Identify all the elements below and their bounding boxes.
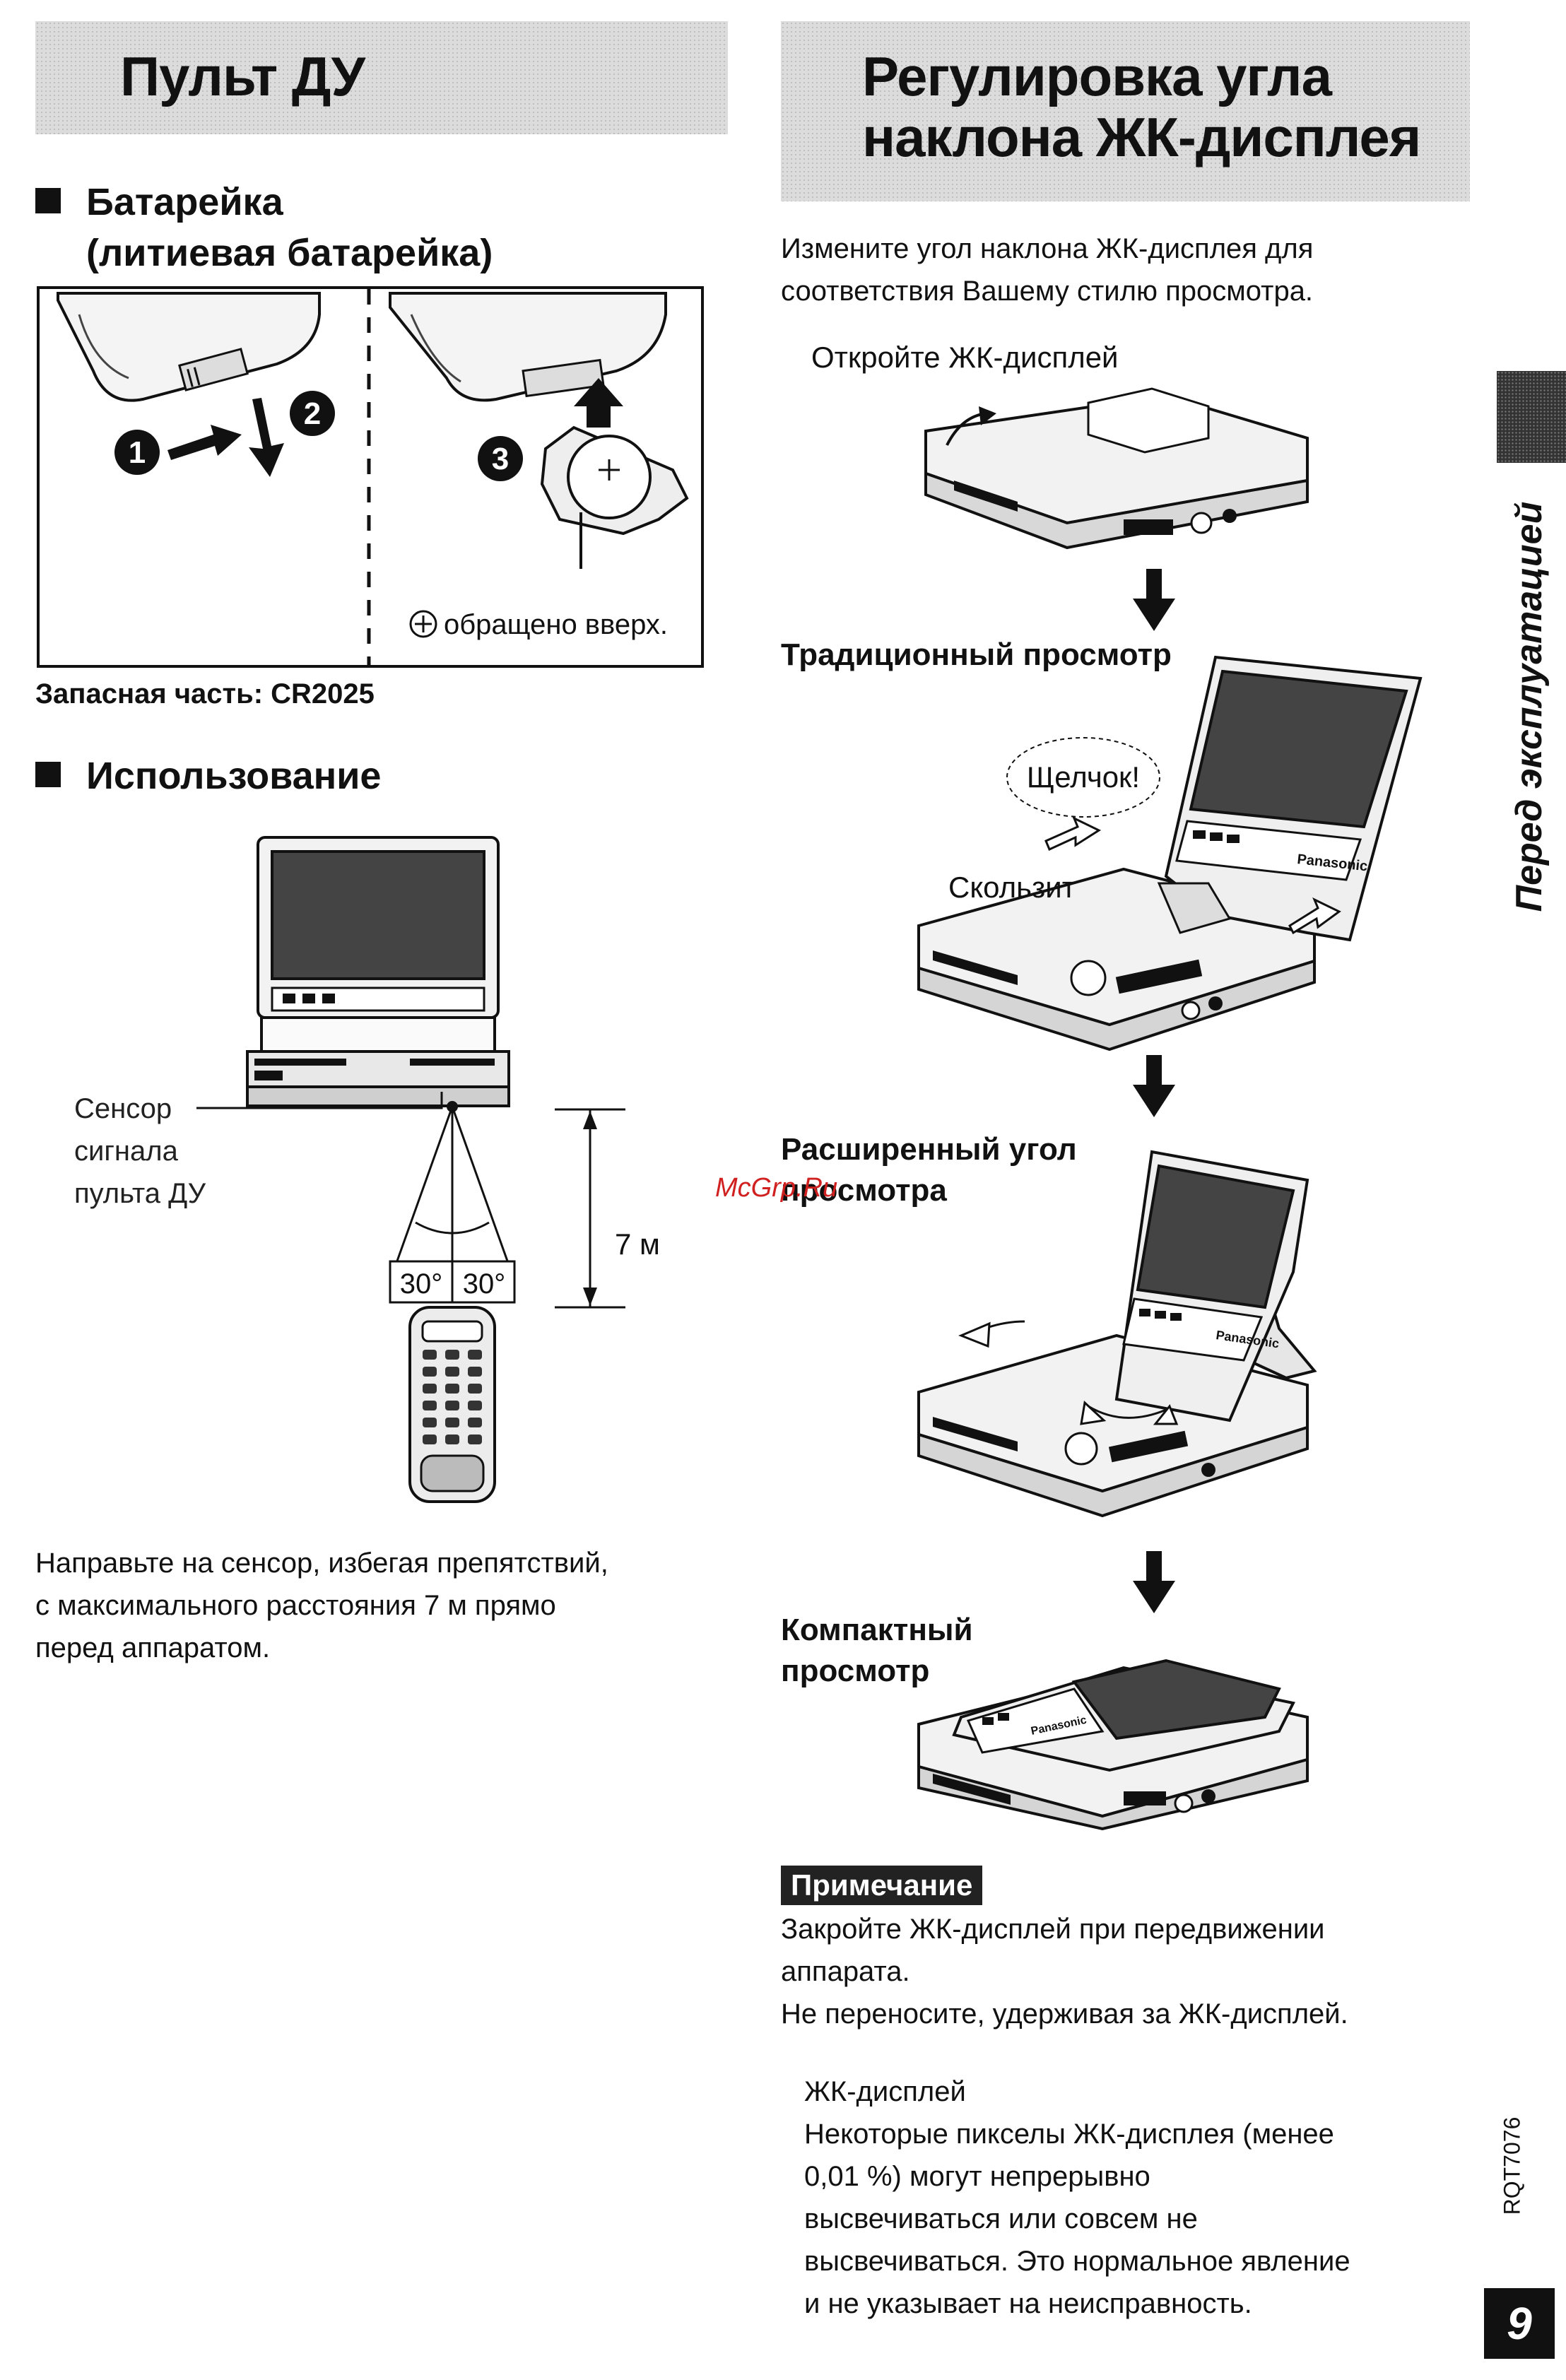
compact-label: Компактный просмотр <box>781 1613 973 1688</box>
down-arrow-icon <box>1133 1551 1175 1613</box>
intro-text: Измените угол наклона ЖК-дисплея для соо… <box>781 233 1314 307</box>
lcd-note: ЖК-дисплей Некоторые пикселы ЖК-дисплея … <box>804 2076 1350 2319</box>
svg-text:1: 1 <box>129 435 146 470</box>
left-page-title: Пульт ДУ <box>120 45 365 107</box>
page-number: 9 <box>1484 2288 1555 2359</box>
extended-label: Расширенный угол просмотра <box>781 1132 1077 1208</box>
traditional-view-illustration: Щелчок! Panasonic <box>917 655 1423 1051</box>
down-arrow-icon <box>1133 569 1175 631</box>
traditional-label: Традиционный просмотр <box>781 637 1172 672</box>
distance-label: 7 м <box>615 1227 660 1261</box>
note-text: Закройте ЖК-дисплей при передвижении апп… <box>781 1914 1348 2030</box>
down-arrow-icon <box>1133 1055 1175 1117</box>
usage-heading: Использование <box>35 750 381 801</box>
left-title-box <box>35 21 728 134</box>
step-3-marker: 3 <box>478 436 523 481</box>
right-page-title: Регулировка угла наклона ЖК-дисплея <box>862 45 1421 168</box>
plus-up-text: обращено вверх. <box>444 609 668 640</box>
bullet-square-icon <box>35 188 61 213</box>
step-2-marker: 2 <box>290 391 335 436</box>
slides-label: Скользит <box>948 871 1076 904</box>
section-label: Перед эксплуатацией <box>1509 501 1550 912</box>
note-block: Примечание <box>781 1866 983 1905</box>
click-bubble: Щелчок! <box>1027 760 1140 794</box>
battery-diagram: 1 2 3 обращено вверх. <box>37 286 704 668</box>
watermark: McGrp.Ru <box>715 1173 838 1203</box>
usage-text: Направьте на сенсор, избегая препятствий… <box>35 1548 608 1663</box>
right-title-box <box>781 21 1470 201</box>
doc-code: RQT7076 <box>1499 2116 1525 2215</box>
open-lcd-label: Откройте ЖК-дисплей <box>811 341 1119 374</box>
closed-player-illustration <box>924 387 1309 550</box>
compact-view-illustration: Panasonic <box>917 1659 1309 1830</box>
extended-view-illustration: Panasonic <box>917 1150 1317 1518</box>
step-1-marker: 1 <box>114 430 160 475</box>
battery-heading: Батарейка <box>35 177 283 228</box>
sensor-label-2: сигнала <box>74 1136 179 1167</box>
sensor-label-3: пульта ДУ <box>74 1178 206 1209</box>
bullet-square-icon <box>35 762 61 787</box>
svg-text:2: 2 <box>304 396 321 431</box>
angle-left: 30° <box>400 1268 443 1300</box>
svg-text:3: 3 <box>492 442 509 476</box>
battery-heading-sub: (литиевая батарейка) <box>86 232 493 274</box>
usage-diagram: Сенсор сигнала пульта ДУ 30° 30° 7 м <box>74 836 660 1503</box>
sensor-label-1: Сенсор <box>74 1093 172 1124</box>
spare-part: Запасная часть: CR2025 <box>35 678 375 709</box>
side-tab-marker <box>1497 371 1566 463</box>
angle-right: 30° <box>463 1268 506 1300</box>
note-badge: Примечание <box>781 1866 983 1905</box>
